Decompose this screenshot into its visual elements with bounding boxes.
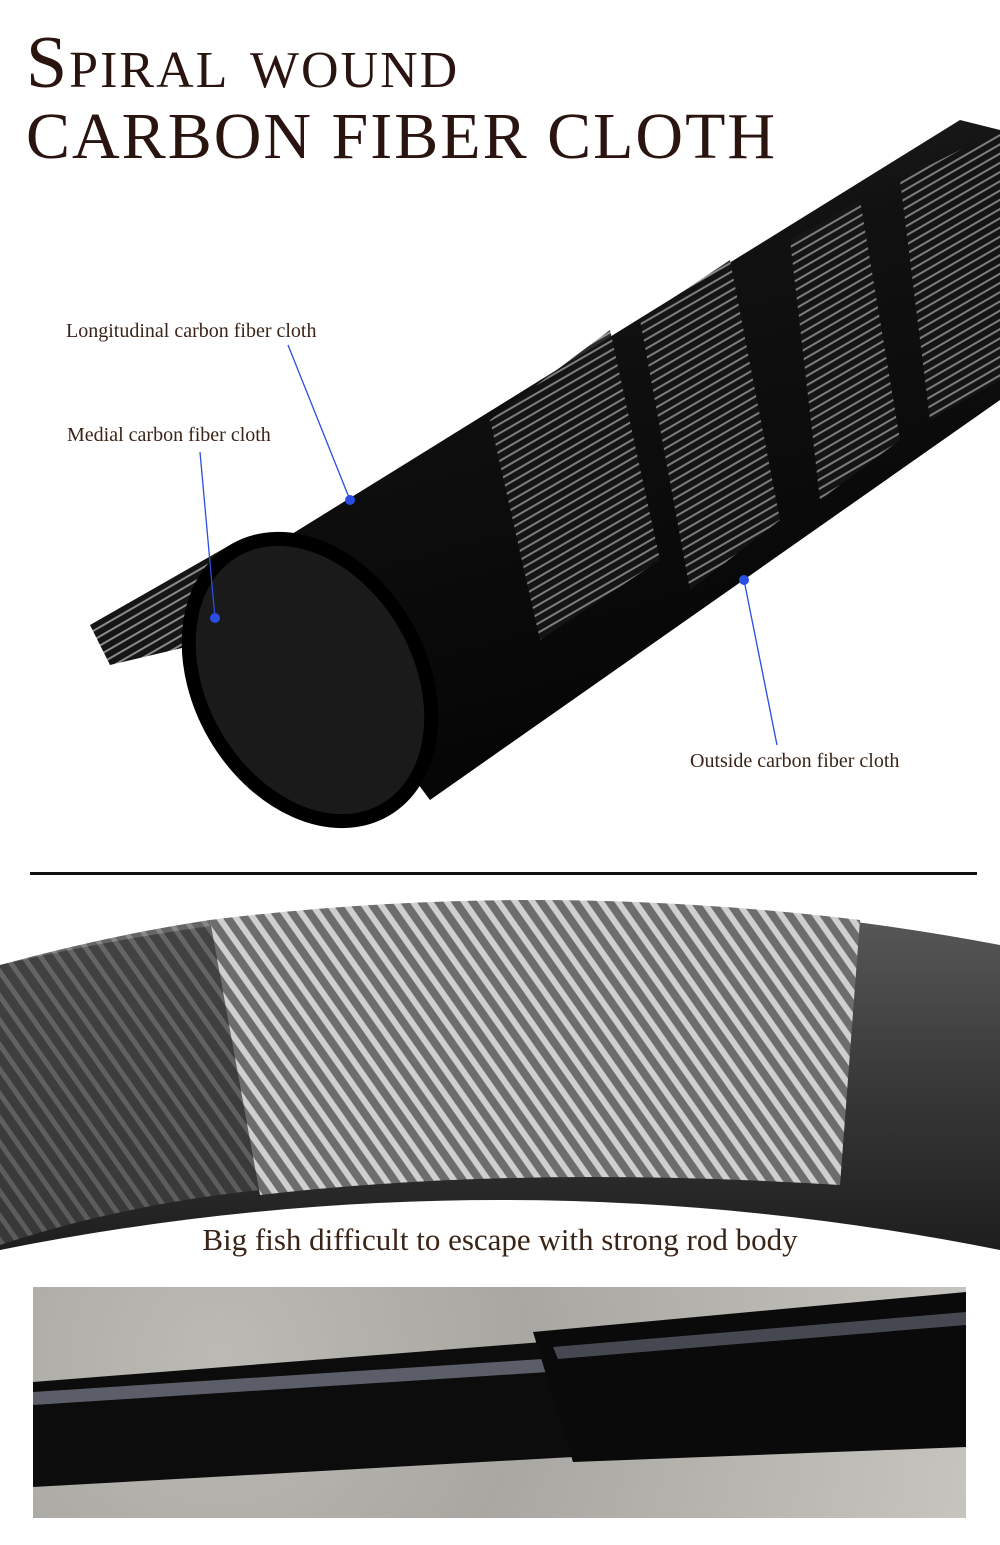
label-medial-cloth: Medial carbon fiber cloth	[67, 424, 271, 446]
rod-cross-section-illustration	[90, 120, 1000, 829]
rod-joint-photo	[33, 1287, 966, 1518]
title-line-2: CARBON FIBER CLOTH	[26, 100, 778, 173]
label-longitudinal-cloth: Longitudinal carbon fiber cloth	[66, 320, 317, 342]
caption-strong-rod-body: Big fish difficult to escape with strong…	[202, 1222, 798, 1257]
title-line-1: Spiral wound	[26, 22, 460, 104]
label-outside-cloth: Outside carbon fiber cloth	[690, 750, 900, 772]
section-divider	[30, 872, 977, 875]
